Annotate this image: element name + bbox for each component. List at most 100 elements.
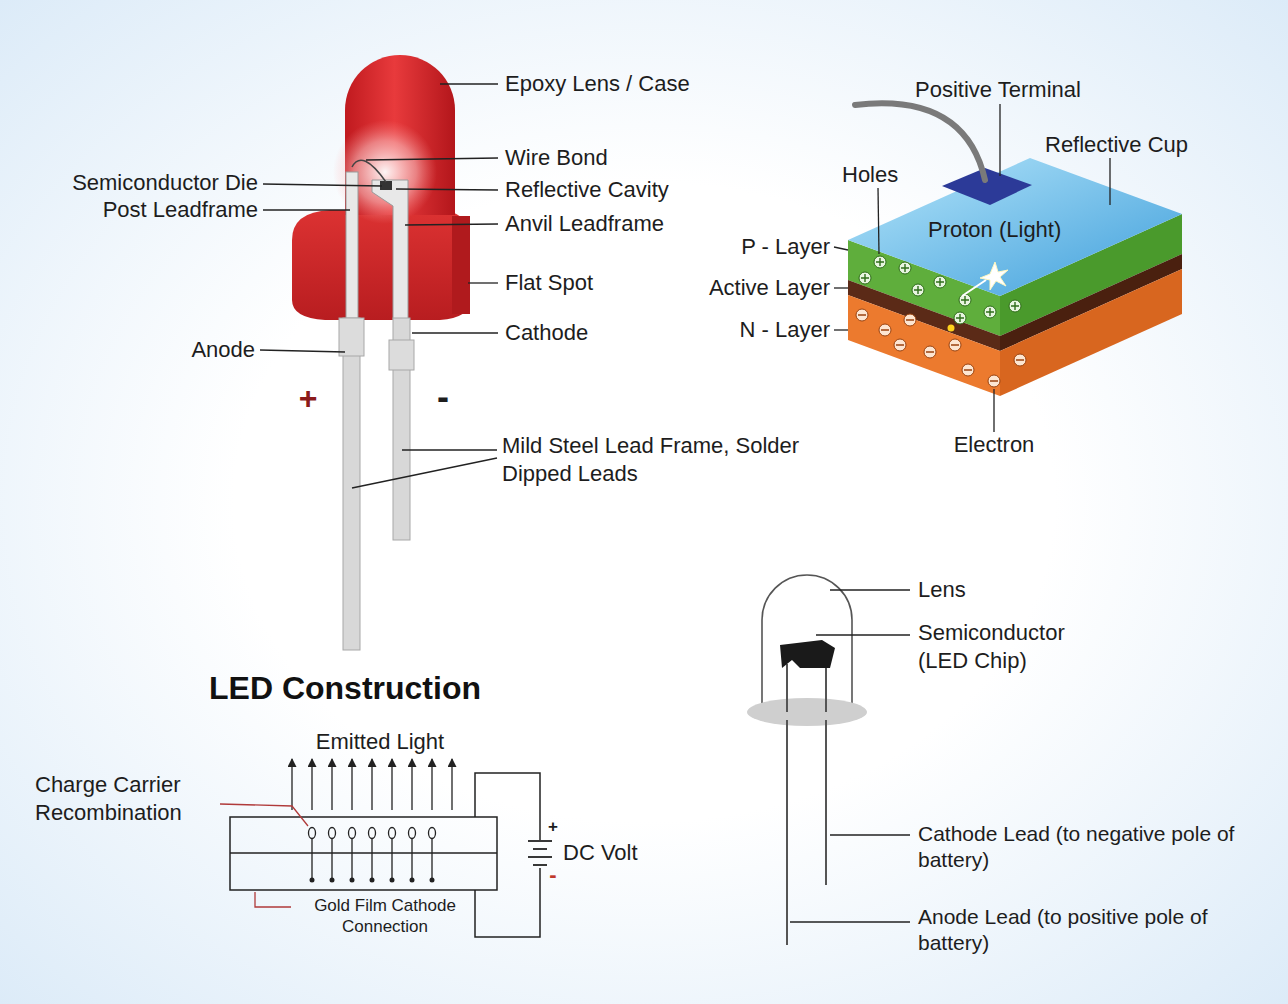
polarity-sign: + bbox=[548, 816, 558, 837]
polarity-sign: - bbox=[549, 861, 556, 889]
polarity-sign: + bbox=[299, 378, 318, 418]
leader-line bbox=[999, 104, 1000, 176]
part-label: Semiconductor Die bbox=[72, 169, 258, 197]
part-label: Epoxy Lens / Case bbox=[505, 70, 690, 98]
part-label: DC Volt bbox=[563, 839, 638, 867]
recombination-schematic bbox=[230, 817, 497, 890]
wire bbox=[475, 773, 540, 840]
led-outline bbox=[747, 575, 867, 945]
leader-line bbox=[878, 188, 879, 254]
layer-label: Active Layer bbox=[709, 274, 830, 302]
recombination-schematic bbox=[220, 759, 552, 937]
light-arrow bbox=[292, 759, 452, 810]
leader-line bbox=[366, 158, 498, 160]
led-outline bbox=[786, 720, 788, 945]
battery-symbol bbox=[528, 841, 552, 865]
leader-line bbox=[260, 84, 498, 488]
part-label: Charge Carrier Recombination bbox=[35, 771, 235, 826]
led-outline bbox=[825, 664, 827, 712]
led-illustration bbox=[346, 172, 358, 320]
leader-line bbox=[396, 189, 498, 190]
part-label: Holes bbox=[842, 161, 898, 189]
leader-line bbox=[834, 287, 848, 288]
carrier-path bbox=[349, 828, 356, 839]
leader-line bbox=[993, 389, 994, 432]
carrier-path bbox=[309, 828, 436, 881]
part-label: Cathode Lead (to negative pole of batter… bbox=[918, 821, 1263, 874]
hole-sign bbox=[861, 258, 1019, 322]
leader-line bbox=[412, 332, 498, 333]
leader-line bbox=[263, 184, 382, 186]
light-arrow bbox=[311, 759, 312, 810]
diagram-title: LED Construction bbox=[209, 668, 481, 708]
part-label: Mild Steel Lead Frame, Solder Dipped Lea… bbox=[502, 432, 802, 487]
pn-junction-block bbox=[848, 295, 1000, 396]
carrier-dot bbox=[310, 878, 315, 883]
led-outline bbox=[747, 698, 867, 726]
part-label: Lens bbox=[918, 576, 966, 604]
part-label: Flat Spot bbox=[505, 269, 593, 297]
leader-line bbox=[220, 804, 308, 826]
led-outline bbox=[780, 640, 835, 668]
electron-sign bbox=[858, 315, 1024, 381]
carrier-dot bbox=[350, 878, 355, 883]
battery-symbol bbox=[533, 864, 547, 866]
electron-sign bbox=[858, 315, 1024, 381]
hole-symbol bbox=[859, 256, 1021, 324]
carrier-dot bbox=[330, 878, 335, 883]
leader-line bbox=[260, 350, 345, 352]
layer-label: N - Layer bbox=[740, 316, 830, 344]
part-label: Semiconductor (LED Chip) bbox=[918, 619, 1103, 674]
part-label: Gold Film Cathode Connection bbox=[290, 895, 480, 938]
part-label: Electron bbox=[954, 431, 1035, 459]
part-label: Anvil Leadframe bbox=[505, 210, 664, 238]
led-illustration bbox=[372, 180, 408, 320]
light-arrow bbox=[351, 759, 352, 810]
battery-symbol bbox=[533, 848, 547, 850]
carrier-path bbox=[329, 828, 336, 839]
pn-junction-block bbox=[1000, 269, 1182, 396]
led-outline bbox=[786, 664, 788, 712]
carrier-dot bbox=[430, 878, 435, 883]
leader-line bbox=[352, 458, 497, 488]
carrier-dot bbox=[370, 878, 375, 883]
led-illustration bbox=[292, 210, 470, 320]
leader-line bbox=[468, 282, 498, 283]
part-label: Cathode bbox=[505, 319, 588, 347]
part-label: Reflective Cavity bbox=[505, 176, 669, 204]
light-arrow bbox=[291, 759, 292, 810]
carrier-dot bbox=[390, 878, 395, 883]
part-label: Anode Lead (to positive pole of battery) bbox=[918, 904, 1263, 957]
leader-line bbox=[830, 834, 910, 835]
led-outline bbox=[825, 720, 827, 885]
layer-label: P - Layer bbox=[741, 233, 830, 261]
photon-arrow bbox=[962, 280, 986, 296]
light-arrow bbox=[411, 759, 412, 810]
led-illustration bbox=[339, 318, 364, 356]
leader-line bbox=[1109, 158, 1110, 205]
carrier-path bbox=[369, 828, 376, 839]
part-label: Wire Bond bbox=[505, 144, 608, 172]
carrier-path bbox=[429, 828, 436, 839]
light-arrow bbox=[431, 759, 432, 810]
carrier-path bbox=[309, 828, 316, 839]
leader-line bbox=[816, 634, 910, 635]
led-illustration bbox=[352, 160, 386, 182]
pn-junction-block bbox=[942, 168, 1032, 205]
battery-symbol bbox=[528, 856, 552, 858]
led-outline bbox=[762, 575, 852, 706]
part-label: Positive Terminal bbox=[915, 76, 1081, 104]
light-arrow bbox=[451, 759, 452, 810]
part-label: Emitted Light bbox=[316, 728, 444, 756]
light-arrow bbox=[371, 759, 372, 810]
leader-line bbox=[790, 590, 910, 922]
leader-line bbox=[790, 921, 910, 922]
led-illustration bbox=[292, 55, 470, 650]
recombination-dot bbox=[948, 325, 955, 332]
carrier-path bbox=[409, 828, 416, 839]
carrier-path bbox=[389, 828, 396, 839]
part-label: Reflective Cup bbox=[1045, 131, 1188, 159]
led-illustration bbox=[389, 340, 414, 370]
leader-line bbox=[830, 589, 910, 590]
carrier-dot bbox=[310, 878, 435, 883]
